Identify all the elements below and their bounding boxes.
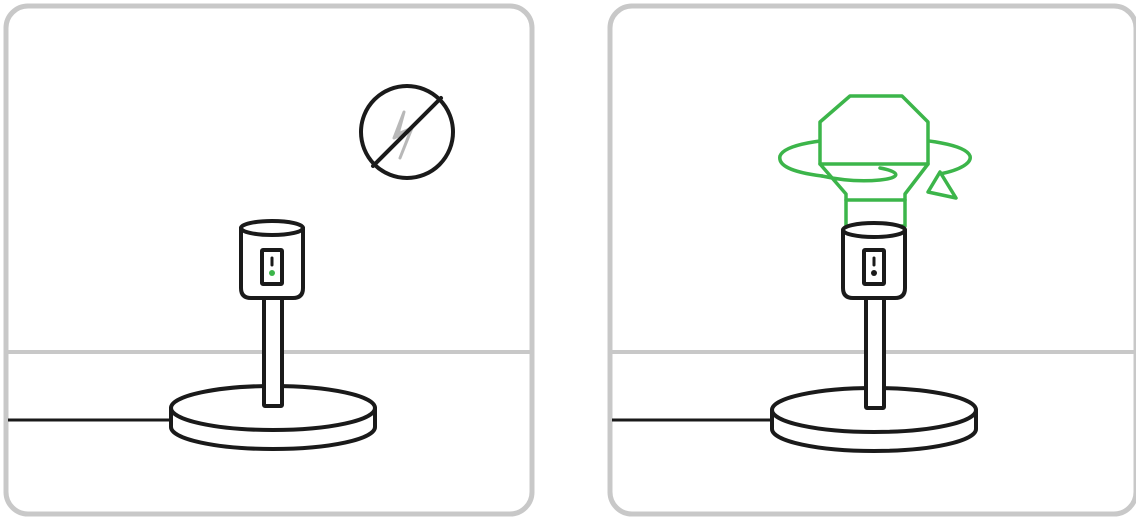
panel-power-off bbox=[3, 3, 535, 517]
no-power-icon bbox=[359, 84, 455, 180]
status-led-on bbox=[269, 270, 275, 276]
socket-switch bbox=[260, 248, 284, 286]
panel-install-bulb bbox=[607, 3, 1136, 517]
rotate-arrow-icon bbox=[820, 166, 958, 200]
socket-switch bbox=[862, 248, 886, 286]
strike-line bbox=[371, 96, 443, 168]
lamp-socket bbox=[239, 219, 305, 300]
lamp-icon bbox=[169, 219, 377, 451]
lamp-socket bbox=[841, 221, 907, 300]
rotate-arrow-front bbox=[820, 166, 898, 183]
lamp-pole bbox=[262, 294, 284, 408]
lightning-bolt-icon bbox=[392, 110, 414, 160]
lamp-icon bbox=[770, 294, 978, 453]
status-led-off bbox=[871, 270, 877, 276]
lamp-pole bbox=[864, 294, 886, 410]
arrow-head bbox=[926, 170, 958, 200]
bulb-glass bbox=[818, 94, 930, 228]
light-bulb-icon bbox=[818, 94, 930, 228]
